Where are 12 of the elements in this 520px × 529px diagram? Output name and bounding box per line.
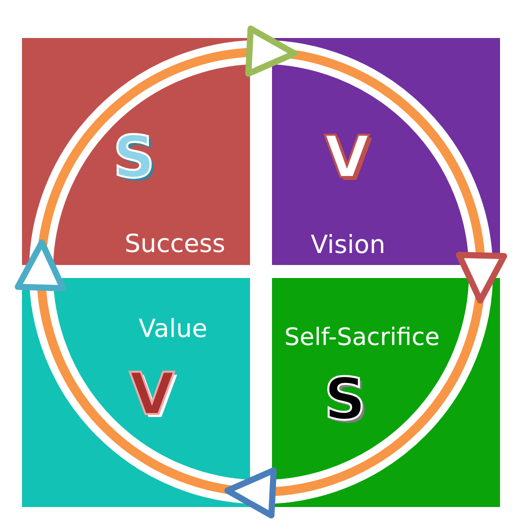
initial-letter: V [130, 365, 174, 423]
quadrant-label: Self-Sacrifice [284, 325, 440, 349]
cycle-arrow [456, 252, 507, 304]
initial-letter: V [324, 128, 370, 186]
cycle-arrow [224, 466, 276, 518]
quadrant-label: Success [124, 231, 226, 256]
initial-letter: S [324, 370, 366, 428]
quadrant-label: Value [138, 316, 208, 341]
initial-letter: S [113, 128, 155, 186]
cycle-arrow [246, 26, 298, 78]
quadrant-label: Vision [310, 232, 386, 257]
cycle-arrow [14, 239, 66, 292]
